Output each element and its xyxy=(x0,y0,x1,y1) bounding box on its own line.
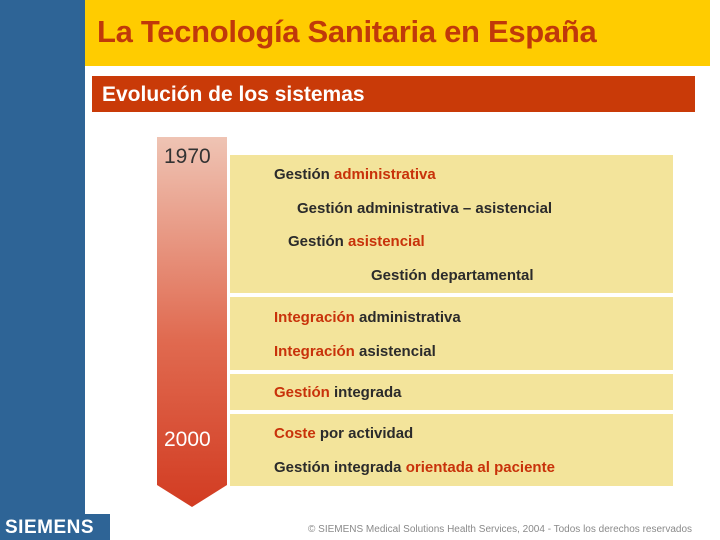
section-title: Evolución de los sistemas xyxy=(102,83,365,106)
list-item: Gestión administrativa – asistencial xyxy=(297,200,552,217)
item-highlight: Coste xyxy=(274,425,316,442)
timeline-group-3: Gestión integrada xyxy=(230,374,673,410)
timeline-group-1: Gestión administrativa Gestión administr… xyxy=(230,155,673,293)
item-highlight: administrativa xyxy=(334,166,436,183)
copyright-footer: © SIEMENS Medical Solutions Health Servi… xyxy=(308,524,693,535)
item-text: Gestión administrativa – asistencial xyxy=(297,200,553,217)
item-text: asistencial xyxy=(354,343,436,360)
timeline-end-year: 2000 xyxy=(164,428,211,451)
list-item: Gestión administrativa xyxy=(274,166,436,183)
list-item: Gestión integrada xyxy=(274,384,402,401)
item-text: Gestión departamental xyxy=(371,267,534,284)
list-item: Gestión integrada orientada al paciente xyxy=(274,459,555,476)
item-highlight: Integración xyxy=(274,343,355,360)
item-highlight: Gestión xyxy=(274,384,330,401)
section-banner: Evolución de los sistemas xyxy=(92,76,695,112)
siemens-logo: SIEMENS xyxy=(0,514,110,540)
title-bar: La Tecnología Sanitaria en España xyxy=(85,0,710,66)
logo-text: SIEMENS xyxy=(5,517,95,538)
item-text: Gestión integrada xyxy=(274,459,406,476)
timeline-start-year: 1970 xyxy=(164,145,211,168)
item-highlight: Integración xyxy=(274,309,355,326)
item-text: administrativa xyxy=(354,309,461,326)
timeline-group-4: Coste por actividad Gestión integrada or… xyxy=(230,414,673,486)
item-highlight: orientada al paciente xyxy=(405,459,555,476)
list-item: Gestión asistencial xyxy=(288,233,425,250)
item-text: Gestión xyxy=(274,166,335,183)
item-highlight: asistencial xyxy=(348,233,425,250)
timeline-arrow xyxy=(157,137,227,507)
left-sidebar xyxy=(0,0,85,540)
timeline-group-2: Integración administrativa Integración a… xyxy=(230,297,673,370)
item-text: por actividad xyxy=(315,425,414,442)
list-item: Integración administrativa xyxy=(274,309,461,326)
item-text: integrada xyxy=(329,384,402,401)
list-item: Coste por actividad xyxy=(274,425,413,442)
list-item: Integración asistencial xyxy=(274,343,436,360)
list-item: Gestión departamental xyxy=(371,267,534,284)
item-text: Gestión xyxy=(288,233,349,250)
page-title: La Tecnología Sanitaria en España xyxy=(97,14,597,49)
